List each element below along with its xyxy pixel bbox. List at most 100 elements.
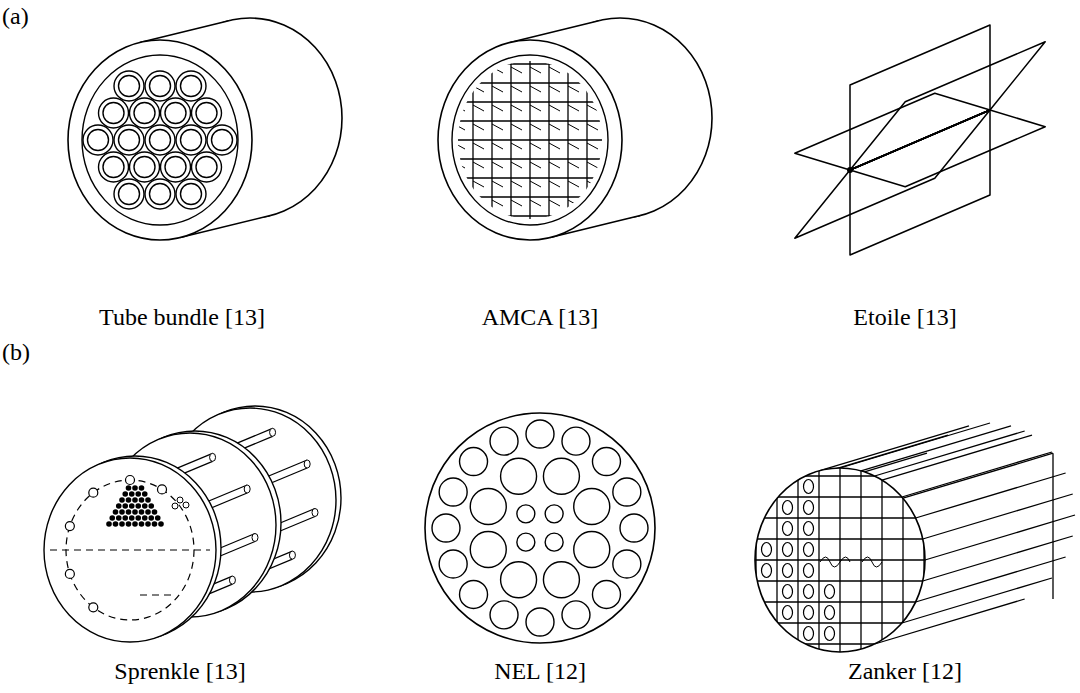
cell-depth-line (511, 143, 522, 149)
hole (432, 514, 460, 542)
grid-line (453, 50, 454, 230)
nel-drawing (425, 413, 655, 643)
cell-depth-line (530, 162, 541, 168)
cell-depth-line (473, 86, 484, 92)
tube-outer (99, 152, 129, 182)
hole-dot (113, 509, 119, 515)
cell-depth-line (511, 105, 522, 111)
center-line (50, 549, 210, 550)
hole (89, 603, 98, 612)
vane (850, 42, 1045, 170)
cell-depth-line (587, 124, 598, 130)
tube-outer (99, 98, 129, 128)
vane (850, 110, 990, 255)
hole-dot (135, 491, 141, 497)
vane (795, 93, 990, 170)
hole-dot (132, 485, 138, 491)
cell-depth-line (568, 67, 579, 73)
tube-inner (181, 76, 202, 97)
cell-depth-line (492, 200, 503, 206)
rod-end (304, 460, 310, 468)
cell-depth-line (511, 200, 522, 206)
figure-caption: Tube bundle [13] (99, 303, 265, 332)
hole (65, 522, 74, 531)
hole-dot (155, 515, 161, 521)
hole (825, 606, 835, 620)
hole (783, 543, 793, 557)
hole-dot (126, 509, 132, 515)
tube-inner (134, 103, 155, 124)
hole-dot (132, 497, 138, 503)
hole (574, 531, 610, 567)
grid-line (923, 460, 924, 660)
hole-dot (132, 509, 138, 515)
hole-dot (145, 497, 151, 503)
front-plate (44, 458, 216, 642)
tube-outer (130, 152, 160, 182)
hole-dot (148, 503, 154, 509)
hole-dot (142, 491, 148, 497)
hole-dot (132, 521, 138, 527)
fin-edge (916, 473, 1066, 518)
hole (804, 480, 814, 494)
hole-dot (135, 515, 141, 521)
tube-outer (145, 125, 175, 155)
cell-depth-line (549, 124, 560, 130)
hole-dot (142, 515, 148, 521)
tube-outer (207, 125, 237, 155)
pipe-inner-rim (82, 55, 238, 225)
zanker-grid (740, 460, 940, 660)
center-line (140, 594, 175, 595)
hole (562, 601, 590, 629)
hole (439, 550, 467, 578)
tube-inner (212, 130, 233, 151)
zanker-drawing (740, 423, 1075, 660)
hole (804, 564, 814, 578)
rod-end (210, 453, 216, 461)
hole-dot (119, 521, 125, 527)
hole-dot (113, 521, 119, 527)
grid-line (440, 215, 620, 216)
fin-edge (882, 435, 1032, 480)
honeycomb-grid (440, 50, 620, 230)
hole (490, 601, 518, 629)
cell-depth-line (530, 200, 541, 206)
grid-line (740, 601, 940, 602)
fin-back-edge (1052, 453, 1053, 599)
hole (470, 531, 506, 567)
hole-dot (145, 521, 151, 527)
hole (762, 543, 772, 557)
hole-dot (135, 503, 141, 509)
cell-depth-line (454, 181, 465, 187)
rod-end (229, 576, 235, 584)
hole-dot (129, 503, 135, 509)
tube-outer (145, 179, 175, 209)
hole-dot (126, 485, 132, 491)
cell-depth-line (549, 67, 560, 73)
hole (783, 585, 793, 599)
vane (850, 110, 1045, 187)
tube-outer (114, 71, 144, 101)
hole (592, 448, 620, 476)
hole-dot (129, 515, 135, 521)
cell-depth-line (492, 124, 503, 130)
pipe-front (438, 40, 622, 240)
hole (183, 502, 189, 508)
hole-dot (119, 497, 125, 503)
cell-depth-line (454, 124, 465, 130)
cell-depth-line (473, 200, 484, 206)
tube-outer (192, 152, 222, 182)
hole (439, 478, 467, 506)
cell-depth-line (511, 67, 522, 73)
cell-depth-line (511, 181, 522, 187)
cell-depth-line (568, 86, 579, 92)
cell-depth-line (454, 67, 465, 73)
hole-dot (122, 503, 128, 509)
fin-edge (902, 452, 1052, 497)
rod-end (252, 534, 258, 542)
tube-outer (114, 179, 144, 209)
panel-label: (b) (2, 338, 30, 367)
cell-depth-line (473, 105, 484, 111)
fin-edge (916, 557, 1066, 602)
